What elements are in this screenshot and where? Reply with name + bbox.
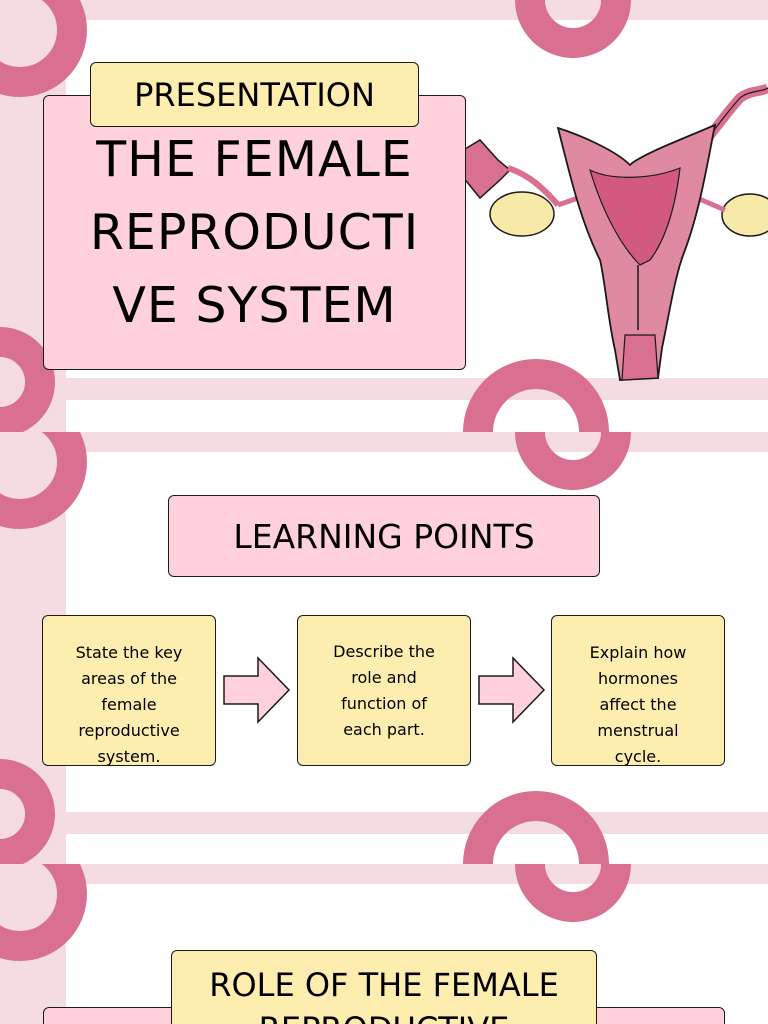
ring-decoration bbox=[0, 0, 87, 97]
ring-decoration bbox=[0, 327, 55, 432]
uterus-illustration bbox=[459, 83, 768, 381]
section-heading: LEARNING POINTS bbox=[168, 495, 600, 577]
title-box: THE FEMALE REPRODUCTI VE SYSTEM bbox=[43, 95, 466, 370]
card-line: menstrual bbox=[597, 721, 679, 740]
card-line: system. bbox=[97, 747, 161, 766]
slide-background bbox=[0, 864, 768, 1024]
ring-decoration bbox=[515, 432, 631, 490]
learning-card: Describe the role and function of each p… bbox=[297, 615, 471, 766]
ring-decoration bbox=[463, 359, 609, 432]
card-line: reproductive bbox=[78, 721, 180, 740]
card-line: female bbox=[101, 695, 157, 714]
card-line: function of bbox=[341, 693, 427, 713]
card-line: each part. bbox=[343, 719, 425, 739]
ring-decoration bbox=[463, 791, 609, 864]
heading-line: ROLE OF THE FEMALE bbox=[209, 966, 559, 1004]
card-line: areas of the bbox=[81, 669, 177, 688]
title-line: REPRODUCTI bbox=[89, 204, 420, 261]
ring-decoration bbox=[0, 432, 87, 529]
card-line: cycle. bbox=[614, 747, 662, 766]
arrow-right-icon bbox=[223, 656, 291, 724]
card-line: hormones bbox=[598, 669, 678, 688]
card-line: Explain how bbox=[589, 643, 687, 662]
slide-learning-points: LEARNING POINTS State the key areas of t… bbox=[0, 432, 768, 864]
slide-title: THE FEMALE REPRODUCTI VE SYSTEM PRESENTA… bbox=[0, 0, 768, 432]
ring-decoration bbox=[515, 0, 631, 58]
learning-card: Explain how hormones affect the menstrua… bbox=[551, 615, 725, 766]
learning-card: State the key areas of the female reprod… bbox=[42, 615, 216, 766]
card-line: Describe the bbox=[333, 641, 435, 661]
slide-background bbox=[0, 0, 768, 432]
arrow-right-icon bbox=[478, 656, 546, 724]
card-line: role and bbox=[351, 667, 417, 687]
ring-decoration bbox=[0, 759, 55, 864]
card-line: State the key bbox=[75, 643, 183, 662]
ring-decoration bbox=[515, 864, 631, 922]
presentation-tag: PRESENTATION bbox=[90, 62, 419, 127]
title-line: THE FEMALE bbox=[96, 131, 413, 188]
ring-decoration bbox=[0, 864, 87, 961]
card-line: affect the bbox=[599, 695, 677, 714]
title-line: VE SYSTEM bbox=[112, 277, 397, 334]
